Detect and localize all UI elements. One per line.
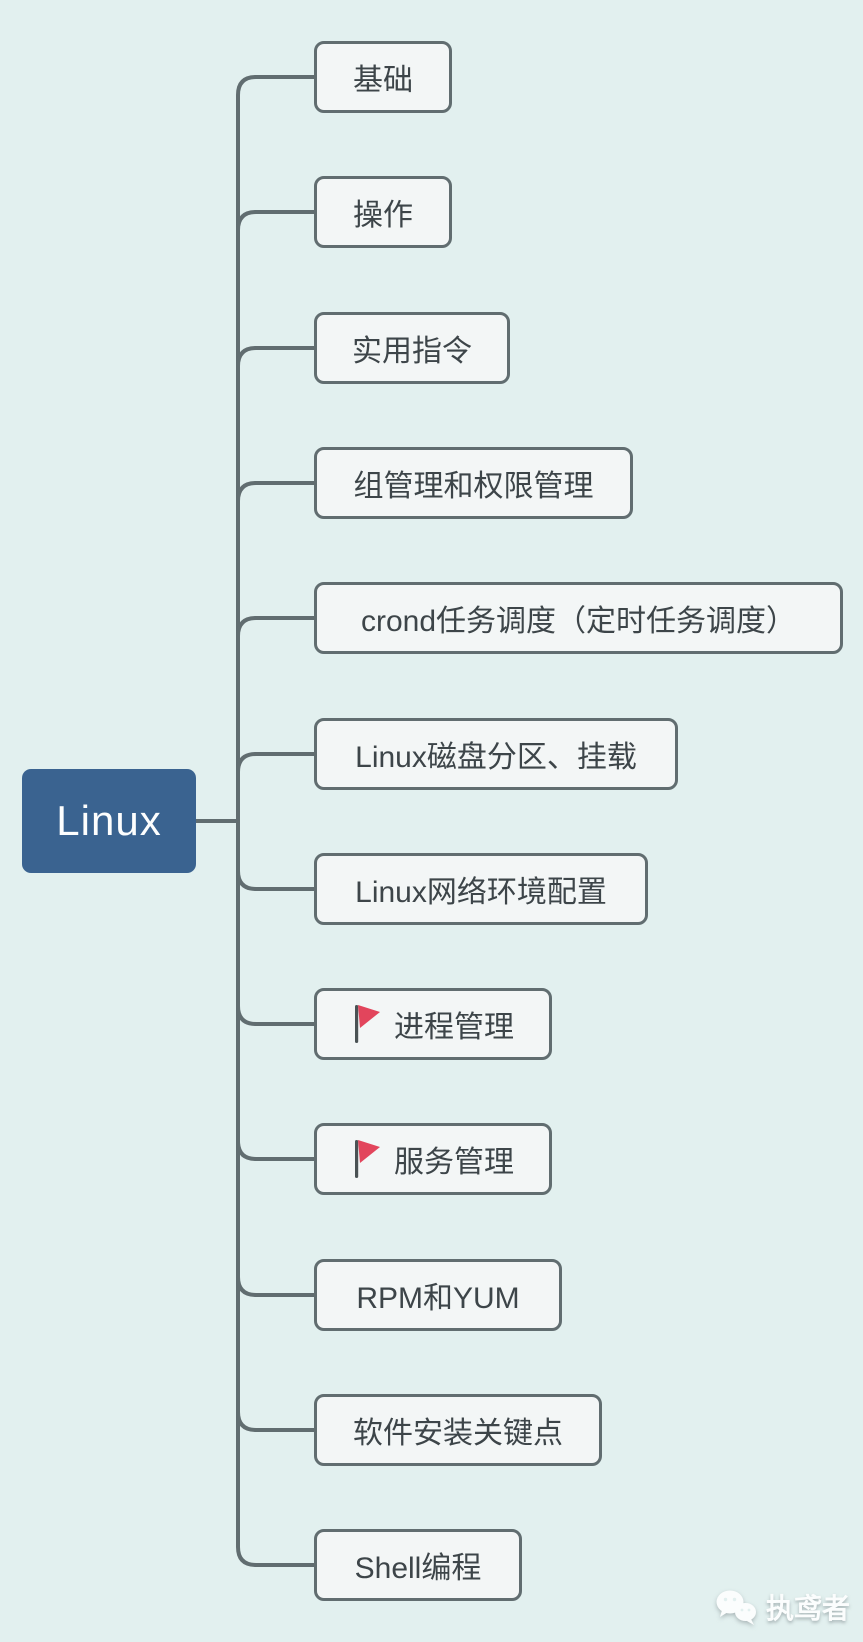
node-disk-partition-mount[interactable]: Linux磁盘分区、挂载	[314, 718, 678, 790]
node-shell-programming[interactable]: Shell编程	[314, 1529, 522, 1601]
branch-connector	[236, 1411, 314, 1432]
trunk-line	[236, 75, 314, 1567]
node-label: RPM和YUM	[356, 1282, 520, 1315]
node-group-permission-management[interactable]: 组管理和权限管理	[314, 447, 633, 519]
branch-connector	[236, 346, 314, 367]
watermark: 执鸢者	[715, 1587, 850, 1627]
branch-connector	[236, 752, 314, 773]
node-basics[interactable]: 基础	[314, 41, 452, 113]
red-flag-icon	[355, 1140, 380, 1178]
wechat-icon	[716, 1590, 756, 1625]
node-label: 操作	[353, 199, 413, 232]
node-operation[interactable]: 操作	[314, 176, 452, 248]
node-label: crond任务调度（定时任务调度）	[360, 605, 797, 638]
watermark-label: 执鸢者	[765, 1593, 850, 1624]
node-network-environment-config[interactable]: Linux网络环境配置	[314, 853, 648, 925]
red-flag-icon	[355, 1005, 380, 1043]
node-label: Shell编程	[354, 1552, 482, 1585]
root-node-label: Linux	[56, 797, 162, 844]
branch-connector	[236, 481, 314, 502]
node-label: 软件安装关键点	[353, 1417, 563, 1450]
node-label: Linux磁盘分区、挂载	[355, 741, 637, 774]
branch-connector	[236, 210, 314, 231]
node-crond-task-scheduling[interactable]: crond任务调度（定时任务调度）	[314, 582, 843, 654]
branch-connector	[236, 616, 314, 637]
node-service-management[interactable]: 服务管理	[314, 1123, 552, 1195]
node-label: 进程管理	[394, 1011, 514, 1044]
root-node-linux[interactable]: Linux	[22, 769, 196, 873]
node-software-install-keypoints[interactable]: 软件安装关键点	[314, 1394, 602, 1466]
branch-connector	[236, 1005, 314, 1026]
branch-connector	[236, 1140, 314, 1161]
node-process-management[interactable]: 进程管理	[314, 988, 552, 1060]
node-practical-commands[interactable]: 实用指令	[314, 312, 510, 384]
branch-connector	[236, 870, 314, 891]
branch-connector	[236, 1276, 314, 1297]
node-rpm-yum[interactable]: RPM和YUM	[314, 1259, 562, 1331]
node-label: 实用指令	[352, 335, 472, 368]
node-label: Linux网络环境配置	[355, 876, 607, 909]
node-label: 服务管理	[394, 1146, 514, 1179]
node-label: 基础	[353, 64, 413, 97]
node-label: 组管理和权限管理	[353, 470, 594, 503]
